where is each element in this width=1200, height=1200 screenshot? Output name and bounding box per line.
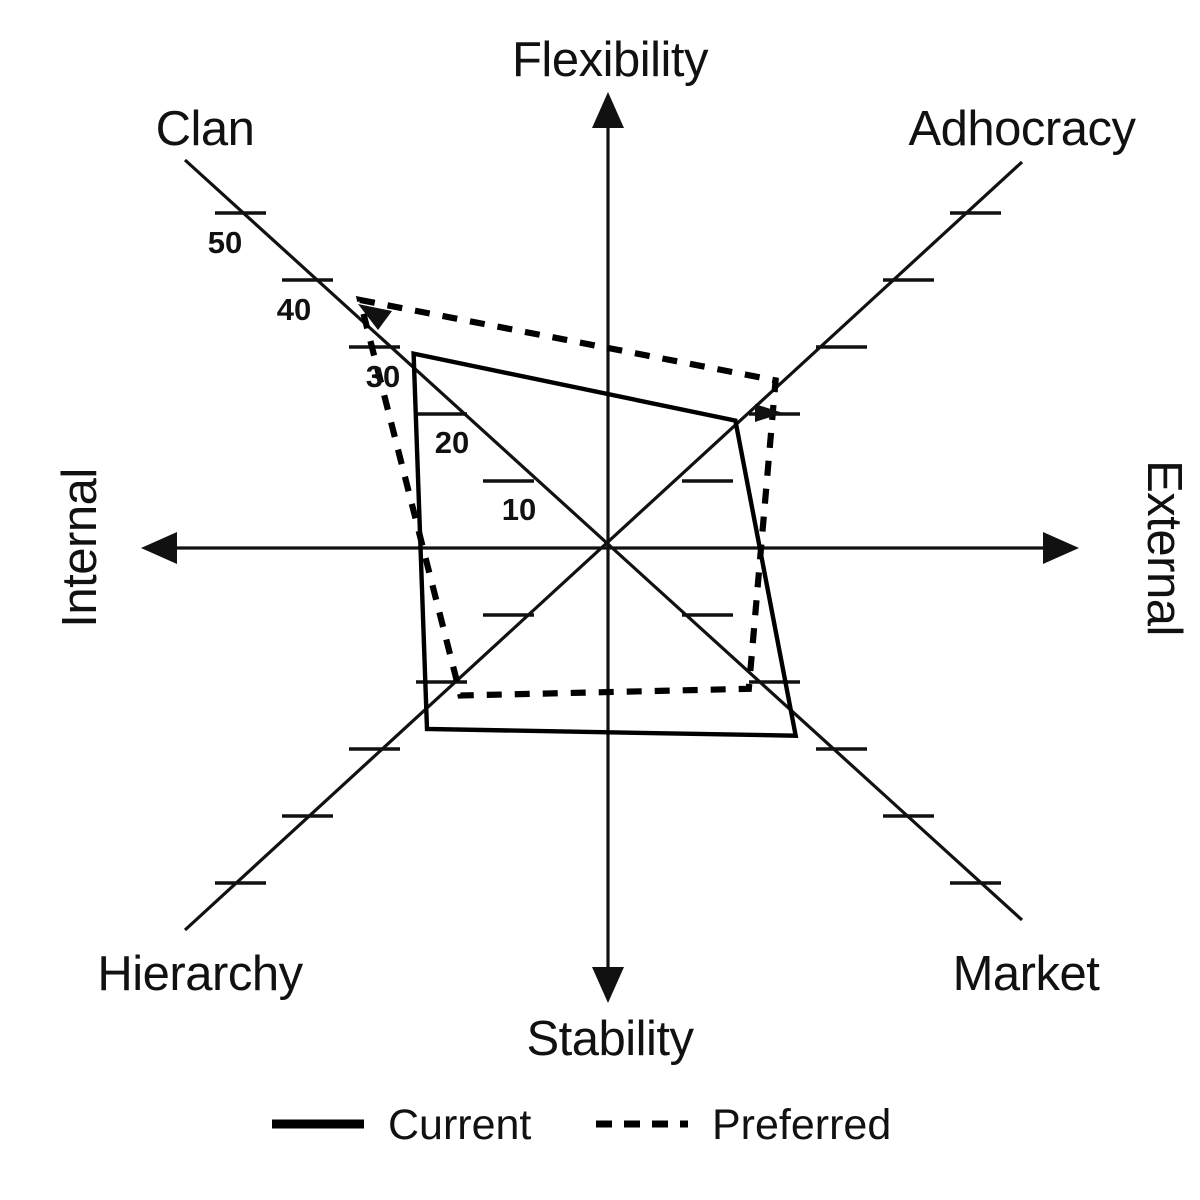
tick-label-20: 20 [435,425,469,460]
tick-label-10: 10 [502,492,536,527]
legend-label-current: Current [388,1101,531,1149]
axis-label-internal: Internal [53,468,107,627]
internal-arrow-icon [141,532,177,564]
clan-market-diagonal [183,158,1024,922]
legend-label-preferred: Preferred [712,1101,891,1149]
tick-label-50: 50 [208,225,242,260]
tick-label-40: 40 [277,292,311,327]
tick-label-30: 30 [366,359,400,394]
axis-label-flexibility: Flexibility [512,33,709,87]
stability-arrow-icon [592,967,624,1003]
tick-group-market [682,613,1001,885]
axis-group [141,92,1079,1003]
axis-label-external: External [1137,460,1191,636]
axis-label-stability: Stability [526,1012,694,1066]
tick-group-hierarchy [215,613,534,885]
tick-group-adhocracy [682,211,1001,483]
hierarchy-adhocracy-diagonal [183,160,1024,932]
series-preferred-polygon [355,296,779,699]
preferred-adhocracy-arrow-icon [755,404,783,422]
preferred-clan-arrow-icon [358,304,392,330]
quadrant-label-clan: Clan [156,102,255,156]
flexibility-arrow-icon [592,92,624,128]
external-arrow-icon [1043,532,1079,564]
quadrant-label-market: Market [953,947,1101,1001]
chart-legend: Current Preferred [272,1101,891,1149]
series-current-polygon [411,350,799,738]
quadrant-label-hierarchy: Hierarchy [97,947,303,1001]
quadrant-label-adhocracy: Adhocracy [908,102,1136,156]
